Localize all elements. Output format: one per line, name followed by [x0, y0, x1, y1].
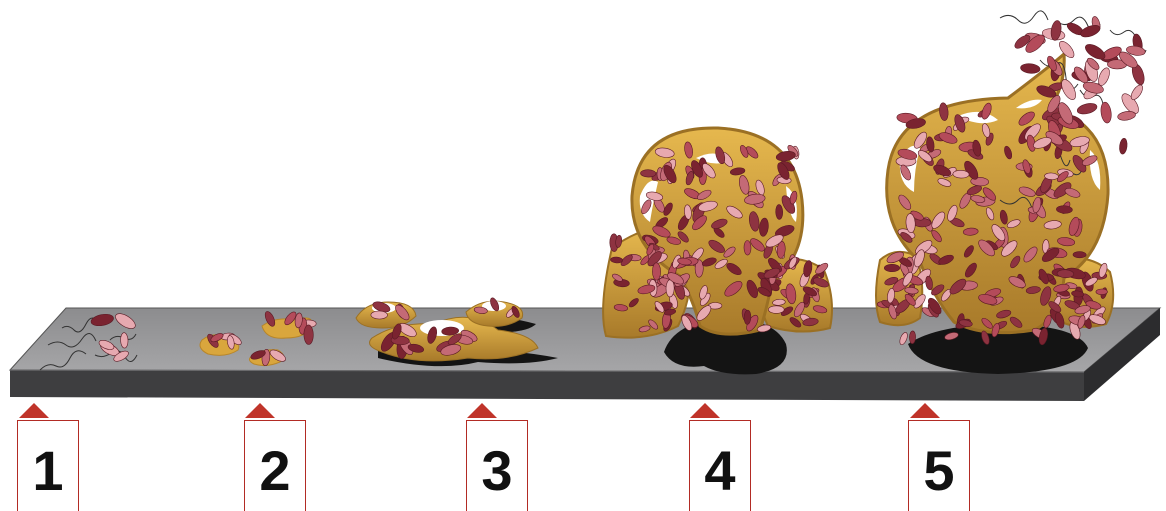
stage-number: 2 — [259, 443, 290, 499]
bacterium — [1076, 102, 1098, 116]
stage-label-2: 2 — [244, 420, 306, 511]
stage-marker-4 — [690, 403, 720, 418]
stage-markers — [19, 403, 940, 418]
bacterium — [1100, 102, 1113, 124]
bacterium — [610, 257, 623, 264]
bacterium — [744, 310, 751, 324]
stage-marker-2 — [245, 403, 275, 418]
stage-marker-1 — [19, 403, 49, 418]
stage-number: 1 — [32, 443, 63, 499]
stage-number: 4 — [704, 443, 735, 499]
stage-label-5: 5 — [908, 420, 970, 511]
bacterium — [775, 204, 783, 219]
bacterium — [652, 263, 661, 281]
bacterium — [744, 240, 751, 255]
bacterium — [640, 169, 656, 177]
stage-marker-3 — [467, 403, 497, 418]
bacterium — [1073, 251, 1086, 257]
stage-label-1: 1 — [17, 420, 79, 511]
stage-label-4: 4 — [689, 420, 751, 511]
stage-number: 5 — [923, 443, 954, 499]
bacterium — [371, 311, 388, 319]
matrix-void — [420, 320, 464, 336]
stage-number: 3 — [481, 443, 512, 499]
bacterium — [1117, 110, 1136, 121]
stage-marker-5 — [910, 403, 940, 418]
bacterium — [304, 325, 314, 345]
bacterium — [1096, 289, 1108, 295]
bacterium — [1020, 63, 1040, 74]
bacterium — [120, 333, 128, 349]
bacterium — [768, 306, 784, 314]
bacterium — [884, 264, 899, 271]
bacterium — [909, 331, 916, 344]
stage-label-3: 3 — [466, 420, 528, 511]
bacterium — [1119, 138, 1128, 155]
substrate-front-edge — [10, 370, 1084, 401]
